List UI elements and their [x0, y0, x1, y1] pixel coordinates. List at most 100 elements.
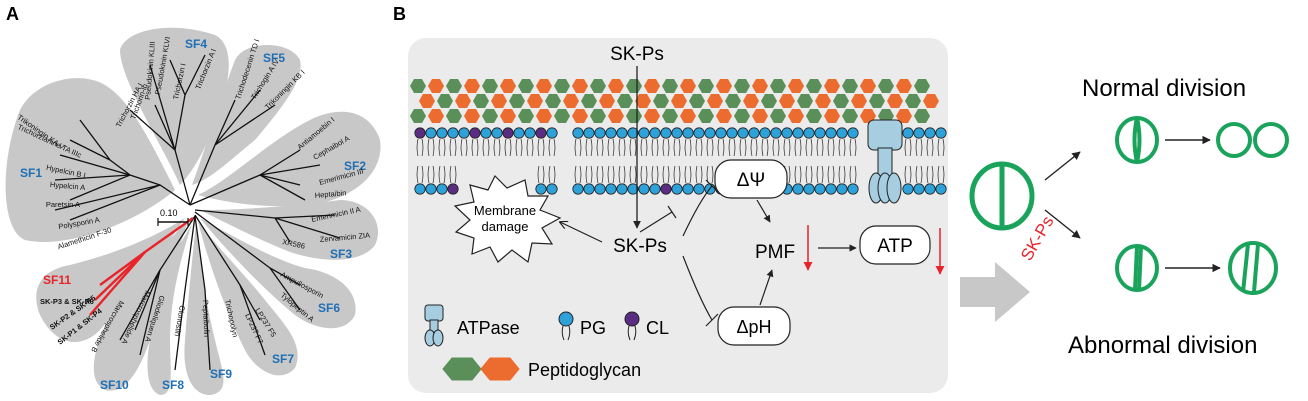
lipid-tail — [761, 138, 769, 157]
peptidoglycan-hexagon — [545, 94, 561, 108]
lipid-tail — [449, 138, 457, 157]
peptidoglycan-hexagon — [653, 94, 669, 108]
lipid-head — [759, 127, 771, 139]
lipid-tail — [629, 138, 637, 157]
lipid-tail — [629, 165, 637, 184]
peptidoglycan-hexagon — [914, 109, 930, 123]
peptidoglycan-hexagon — [581, 94, 597, 108]
peptidoglycan-hexagon — [770, 109, 786, 123]
lipid-tail — [640, 165, 648, 184]
sf11-label: SF11 — [43, 273, 71, 287]
abnormal-division-label: Abnormal division — [1068, 332, 1257, 359]
peptidoglycan-hexagon — [779, 94, 795, 108]
lipid-head — [693, 183, 705, 195]
sf9-bubble — [184, 224, 224, 395]
lipid-head — [546, 127, 558, 139]
membrane-damage-label: Membrane — [474, 203, 536, 218]
leaf-label: Clonostin — [173, 305, 187, 337]
lipid-tail — [794, 138, 802, 157]
lipid-tail — [937, 165, 945, 184]
peptidoglycan-hexagon — [914, 79, 930, 93]
leaf-label: Zervamicin ZIA — [319, 231, 370, 244]
peptidoglycan-hexagon — [437, 94, 453, 108]
dividing-cell — [969, 161, 1035, 231]
lipid-head — [682, 127, 694, 139]
peptidoglycan-hexagon — [491, 94, 507, 108]
lipid-tail — [618, 165, 626, 184]
sf4-label: SF4 — [185, 37, 207, 51]
peptidoglycan-hexagon — [815, 94, 831, 108]
lipid-head — [627, 183, 639, 195]
lipid-head — [649, 183, 661, 195]
peptidoglycan-hexagon — [464, 109, 480, 123]
lipid-head — [913, 127, 925, 139]
lipid-head — [524, 127, 536, 139]
lipid-head — [660, 183, 672, 195]
peptidoglycan-hexagon — [689, 94, 705, 108]
lipid-head — [913, 183, 925, 195]
peptidoglycan-hexagon — [410, 109, 426, 123]
abnormal-division-cells — [1115, 241, 1278, 295]
lipid-tail — [427, 138, 435, 157]
cl-legend-icon — [624, 311, 640, 341]
lipid-tail — [838, 138, 846, 157]
pg-legend-label: PG — [580, 318, 606, 338]
lipid-head — [502, 127, 514, 139]
peptidoglycan-hexagon — [410, 79, 426, 93]
lipid-tail — [585, 165, 593, 184]
lipid-head — [935, 127, 947, 139]
lipid-tail — [915, 165, 923, 184]
panel-a-label: A — [6, 4, 19, 24]
peptidoglycan-hexagon — [896, 109, 912, 123]
peptidoglycan-hexagon — [680, 109, 696, 123]
sf1-bubble — [5, 78, 175, 242]
delta-ph-box — [717, 306, 791, 346]
membrane-damage-label: damage — [482, 219, 529, 234]
panel-b-label: B — [393, 4, 406, 24]
lipid-head — [616, 183, 628, 195]
lipid-tail — [827, 138, 835, 157]
lipid-head — [803, 183, 815, 195]
lipid-tail — [515, 138, 523, 157]
lipid-tail — [651, 138, 659, 157]
panel-b: B Membrane damage SK-Ps SK-Ps ΔΨ ΔpH — [393, 4, 1289, 393]
lipid-head — [583, 127, 595, 139]
peptidoglycan-hexagon — [518, 79, 534, 93]
lipid-tail — [684, 138, 692, 157]
lipid-tail — [585, 138, 593, 157]
peptidoglycan-hexagon — [572, 79, 588, 93]
peptidoglycan-hexagon — [824, 109, 840, 123]
lipid-head — [902, 127, 914, 139]
lipid-head — [414, 127, 426, 139]
lipid-tail — [717, 138, 725, 157]
lipid-tail — [438, 165, 446, 184]
peptidoglycan-hexagon — [788, 79, 804, 93]
peptidoglycan-hexagon — [851, 94, 867, 108]
scale-bar: 0.10 — [157, 208, 189, 226]
lipid-tail — [618, 138, 626, 157]
leaf-label: Heptaibin — [314, 188, 346, 200]
peptidoglycan-hexagon — [482, 79, 498, 93]
peptidoglycan-hexagon — [527, 94, 543, 108]
lipid-tail — [574, 165, 582, 184]
lipid-head — [704, 127, 716, 139]
sf2-label: SF2 — [344, 159, 366, 173]
lipid-tail — [926, 138, 934, 157]
lipid-head — [469, 127, 481, 139]
lipid-tail — [526, 138, 534, 157]
lipid-head — [605, 183, 617, 195]
sf1-label: SF1 — [20, 166, 42, 180]
peptidoglycan-hexagon — [725, 94, 741, 108]
leaf-label: Hypelcin A — [50, 180, 86, 192]
lipid-head — [715, 127, 727, 139]
lipid-head — [924, 127, 936, 139]
atpase-complex — [867, 119, 903, 204]
lipid-head — [726, 127, 738, 139]
lipid-head — [902, 183, 914, 195]
lipid-head — [425, 127, 437, 139]
peptidoglycan-hexagon — [473, 94, 489, 108]
lipid-tail — [427, 165, 435, 184]
peptidoglycan-hexagon — [824, 79, 840, 93]
peptidoglycan-hexagon — [716, 109, 732, 123]
delta-psi-label: ΔΨ — [737, 170, 766, 191]
